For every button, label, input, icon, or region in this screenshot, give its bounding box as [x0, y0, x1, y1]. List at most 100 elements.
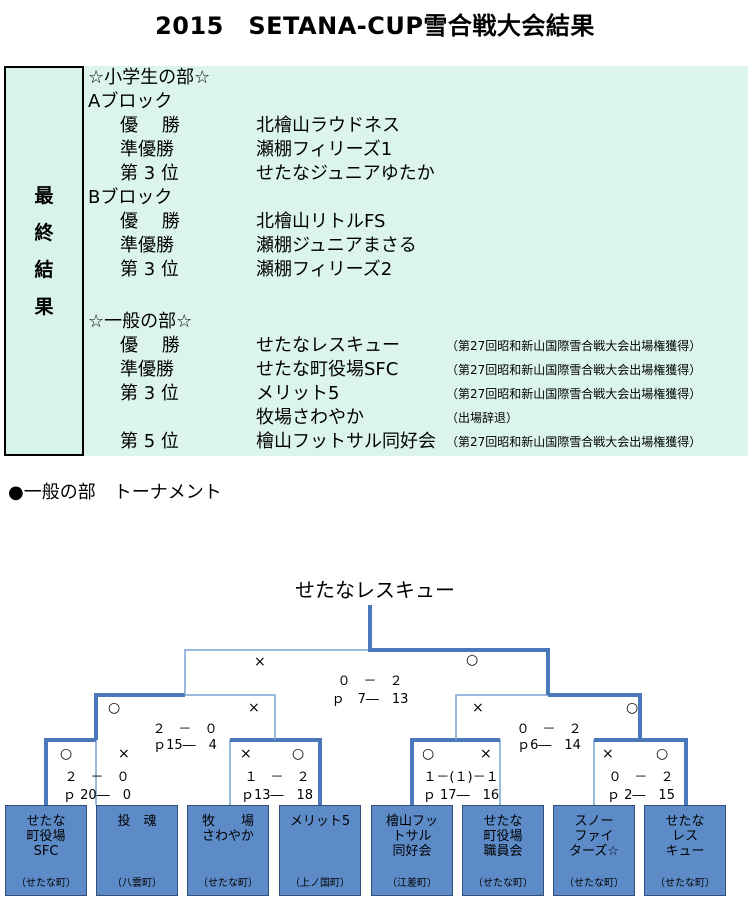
result-note: （第27回昭和新山国際雪合戦大会出場権獲得）: [446, 339, 702, 353]
team-box-name: 檜山フッ トサル 同好会: [385, 814, 438, 859]
team-box-town: （せたな町）: [198, 878, 258, 889]
loss-mark: ×: [254, 654, 266, 670]
results-list: ☆小学生の部☆ Aブロック 優 勝 北檜山ラウドネス 準優勝 瀬棚フィリーズ1 …: [84, 66, 748, 456]
team-box-name: せたな レス キュー: [665, 814, 705, 859]
tournament-heading: ●一般の部 トーナメント: [8, 482, 222, 503]
bracket-winner-q2: [230, 738, 322, 805]
team-box-town: （せたな町）: [16, 878, 76, 889]
team-box-town: （せたな町）: [655, 878, 715, 889]
rank-label: 準優勝: [120, 139, 174, 160]
q2-score: １ － ２: [244, 770, 310, 785]
team-name: せたなジュニアゆたか: [256, 163, 435, 184]
team-box: メリット5 （上ノ国町）: [279, 805, 361, 896]
result-note: （第27回昭和新山国際雪合戦大会出場権獲得）: [446, 387, 702, 401]
page-title: 2015 SETANA-CUP雪合戦大会結果: [155, 12, 595, 40]
semi-right-score: ０ － ２: [516, 722, 582, 737]
team-name: 瀬棚フィリーズ2: [256, 259, 393, 280]
bracket-winner-q3: [410, 738, 500, 805]
win-mark: ○: [626, 700, 639, 716]
label-char: 最: [34, 185, 54, 207]
loss-mark: ×: [240, 746, 252, 762]
champion-name: せたなレスキュー: [295, 578, 455, 602]
final-score: ０ － ２: [337, 674, 403, 689]
general-header: ☆一般の部☆: [88, 311, 193, 332]
bracket-winner-semi-right: [548, 693, 642, 740]
team-box-name: せたな 町役場 SFC: [26, 814, 66, 859]
q1-score: ２ － ０: [64, 770, 130, 785]
final-results-section: 最 終 結 果 ☆小学生の部☆ Aブロック 優 勝 北檜山ラウドネス 準優勝 瀬…: [4, 66, 748, 456]
win-mark: ○: [656, 746, 669, 762]
loss-mark: ×: [248, 700, 260, 716]
label-char: 結: [34, 259, 54, 281]
rank-label: 優 勝: [120, 211, 180, 232]
block-a-label: Aブロック: [88, 91, 173, 112]
final-results-label-box: 最 終 結 果: [4, 66, 84, 456]
label-char: 果: [34, 296, 54, 318]
loss-mark: ×: [602, 746, 614, 762]
team-box-name: メリット5: [289, 814, 351, 829]
q3-score: １－(１)－１: [423, 770, 499, 785]
final-points: ｐ 7― 13: [331, 692, 409, 707]
win-mark: ○: [108, 700, 121, 716]
team-name: 瀬棚フィリーズ1: [256, 139, 393, 160]
team-box-name: せたな 町役場 職員会: [483, 814, 523, 859]
team-name: 檜山フットサル同好会: [256, 431, 436, 452]
team-box-name: 牧 場 さわやか: [201, 814, 254, 844]
q4-score: ０ － ２: [608, 770, 674, 785]
rank-label: 準優勝: [120, 359, 174, 380]
team-box: 牧 場 さわやか （せたな町）: [187, 805, 269, 896]
team-name: 北檜山ラウドネス: [256, 115, 400, 136]
q2-points: ｐ13― 18: [240, 788, 314, 803]
elementary-header: ☆小学生の部☆: [88, 67, 211, 88]
rank-label: 第 3 位: [120, 163, 179, 184]
rank-label: 第 3 位: [120, 259, 179, 280]
semi-right-points: ｐ6― 14: [517, 738, 581, 753]
result-note: （第27回昭和新山国際雪合戦大会出場権獲得）: [446, 435, 702, 449]
result-note: （出場辞退）: [446, 411, 519, 425]
team-box-name: スノー ファイ ターズ☆: [568, 814, 619, 859]
q1-points: ｐ 20― 0: [63, 788, 131, 803]
semi-left-score: ２ － ０: [152, 722, 218, 737]
team-box: 檜山フッ トサル 同好会 （江差町）: [371, 805, 453, 896]
team-box-town: （八雲町）: [112, 878, 162, 889]
rank-label: 優 勝: [120, 335, 180, 356]
q3-points: ｐ 17― 16: [422, 788, 500, 803]
team-box: せたな 町役場 SFC （せたな町）: [5, 805, 87, 896]
rank-label: 優 勝: [120, 115, 180, 136]
rank-label: 第 3 位: [120, 383, 179, 404]
team-box: 投 魂 （八雲町）: [96, 805, 178, 896]
rank-label: 第 5 位: [120, 431, 179, 452]
bracket-winner-final: [368, 605, 550, 695]
win-mark: ○: [60, 746, 73, 762]
bracket-winner-q4: [594, 738, 688, 805]
team-box: せたな 町役場 職員会 （せたな町）: [462, 805, 544, 896]
team-name: メリット5: [256, 383, 340, 404]
loss-mark: ×: [118, 746, 130, 762]
team-name: 牧場さわやか: [256, 407, 364, 428]
bracket-winner-semi-left: [94, 693, 185, 740]
bracket-winner-q1: [44, 738, 96, 805]
label-char: 終: [34, 222, 54, 244]
block-b-label: Bブロック: [88, 187, 173, 208]
team-box-town: （せたな町）: [473, 878, 533, 889]
team-box: せたな レス キュー （せたな町）: [644, 805, 726, 896]
win-mark: ○: [466, 652, 479, 668]
team-box-town: （上ノ国町）: [290, 878, 350, 889]
rank-label: 準優勝: [120, 235, 174, 256]
team-name: 瀬棚ジュニアまさる: [256, 235, 417, 256]
q4-points: ｐ 2― 15: [607, 788, 675, 803]
loss-mark: ×: [472, 700, 484, 716]
team-name: せたなレスキュー: [256, 335, 400, 356]
team-box-name: 投 魂: [117, 814, 157, 829]
team-name: 北檜山リトルFS: [256, 211, 386, 232]
team-name: せたな町役場SFC: [256, 359, 399, 380]
team-box-town: （江差町）: [387, 878, 437, 889]
final-results-label: 最 終 結 果: [6, 178, 82, 326]
team-box: スノー ファイ ターズ☆ （せたな町）: [553, 805, 635, 896]
win-mark: ○: [422, 746, 435, 762]
semi-left-points: ｐ15― 4: [153, 738, 217, 753]
team-box-town: （せたな町）: [564, 878, 624, 889]
result-note: （第27回昭和新山国際雪合戦大会出場権獲得）: [446, 363, 702, 377]
loss-mark: ×: [480, 746, 492, 762]
